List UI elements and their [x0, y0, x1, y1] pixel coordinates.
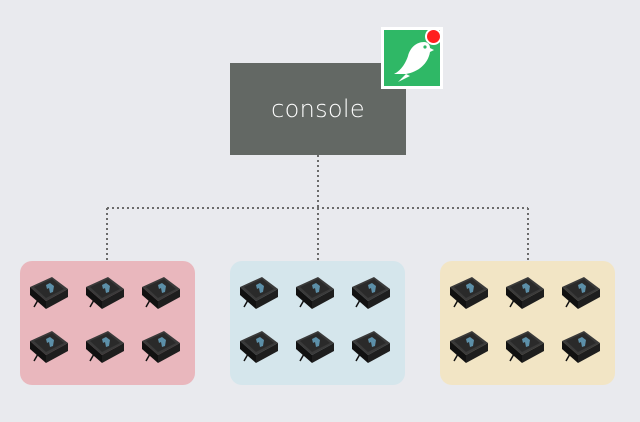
device-icon [240, 277, 278, 309]
device-icon [296, 331, 334, 363]
app-badge [381, 27, 443, 89]
device-icon [352, 277, 390, 309]
device-group-yellow [440, 261, 615, 385]
bird-icon [394, 42, 434, 82]
device-icon [142, 331, 180, 363]
notification-dot [425, 30, 440, 45]
device-icon [450, 331, 488, 363]
device-icon [142, 277, 180, 309]
device-icon [506, 277, 544, 309]
device-icon [86, 331, 124, 363]
device-icon [506, 331, 544, 363]
device-icon [86, 277, 124, 309]
device-icon [30, 277, 68, 309]
bird-app-icon [384, 30, 440, 86]
device-icon [352, 331, 390, 363]
device-icon [450, 277, 488, 309]
device-icon [240, 331, 278, 363]
device-icon [30, 331, 68, 363]
device-icon [562, 277, 600, 309]
device-group-blue [230, 261, 405, 385]
console-node: console [230, 63, 406, 155]
device-group-red [20, 261, 195, 385]
console-label: console [271, 95, 365, 123]
device-icon [296, 277, 334, 309]
device-icon [562, 331, 600, 363]
